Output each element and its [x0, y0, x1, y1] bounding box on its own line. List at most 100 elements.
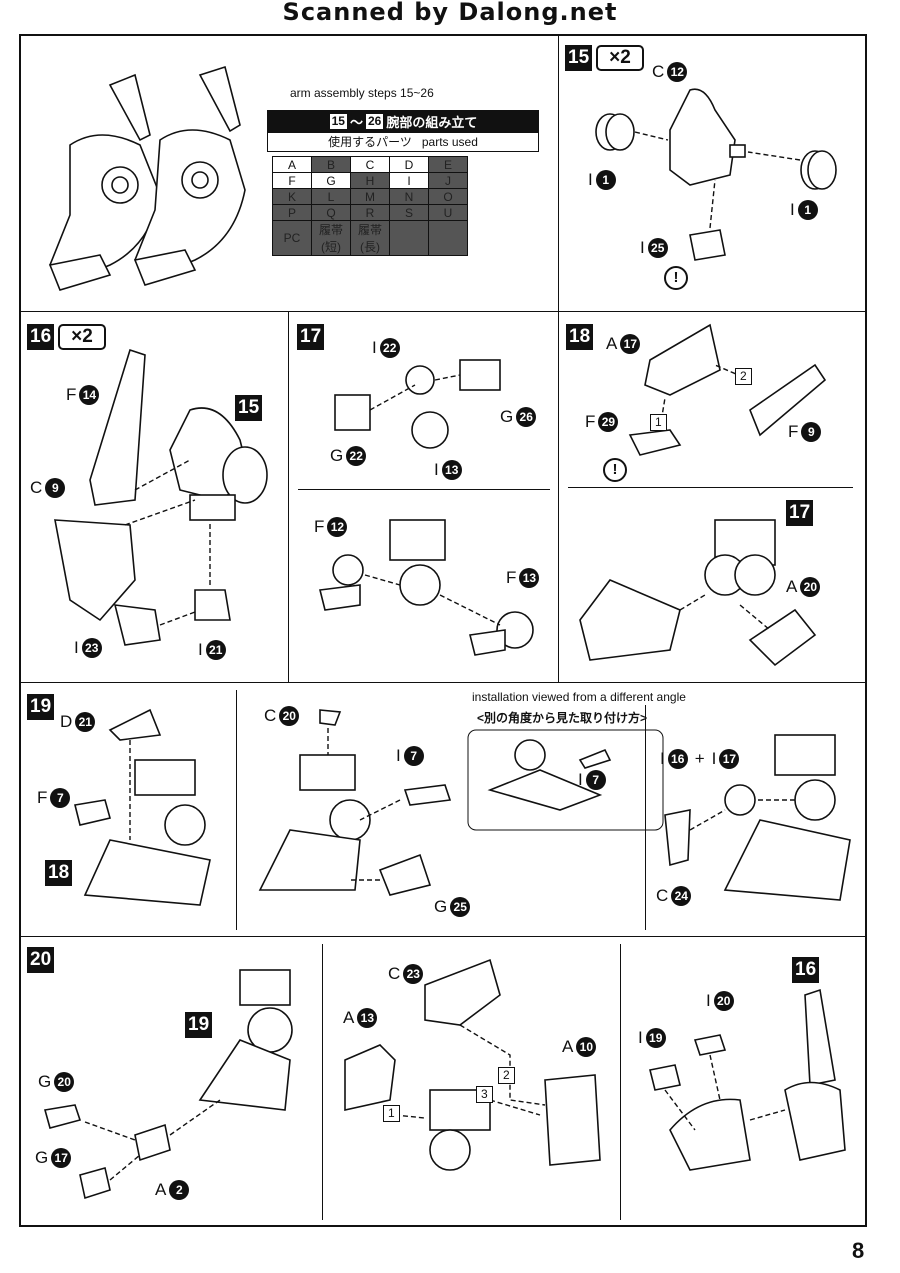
step-19-ref-18: 18 [45, 860, 73, 886]
parts-table-title: 15 ～ 26 腕部の組み立て [267, 110, 539, 132]
step-16-number: 16 [27, 324, 55, 350]
step-17-divider [298, 489, 550, 490]
s19-note-jp: <別の角度から見た取り付け方> [477, 711, 648, 725]
parts-table-cell: PC [272, 220, 312, 256]
parts-table-cell: 履帯(短) [311, 220, 351, 256]
step-20-ref-19: 19 [185, 1012, 213, 1038]
step-19-drawing [74, 708, 851, 906]
step-15-number: 15 [565, 45, 593, 71]
s18-arrow-2: 2 [735, 368, 752, 385]
parts-table-cell: A [272, 156, 312, 173]
step-15-multiplier: ×2 [596, 45, 644, 71]
parts-table-cell: Q [311, 204, 351, 221]
s18-warning-icon: ! [603, 458, 627, 482]
s15-warning-icon: ! [664, 266, 688, 290]
parts-used-jp: 使用するパーツ [328, 135, 412, 149]
step-20-drawing [43, 958, 846, 1200]
intro-caption: arm assembly steps 15~26 [290, 86, 434, 100]
s20-arrow-2: 2 [498, 1067, 515, 1084]
parts-table-cell: C [350, 156, 390, 173]
parts-table-cell: K [272, 188, 312, 205]
step-17-number: 17 [297, 324, 325, 350]
step-15-drawing [595, 88, 837, 261]
parts-table-cell: N [389, 188, 429, 205]
s19-sep-2 [645, 705, 646, 930]
parts-table-cell: 履帯(長) [350, 220, 390, 256]
step-20-panel [19, 936, 867, 1227]
step-16-drawing [54, 348, 268, 646]
step-19-number: 19 [27, 694, 55, 720]
parts-table-cell [389, 220, 429, 256]
parts-table-cell: O [428, 188, 468, 205]
parts-table-cell: D [389, 156, 429, 173]
title-tilde: ～ [349, 114, 363, 130]
parts-table-cell: S [389, 204, 429, 221]
step-20-number: 20 [27, 947, 55, 973]
parts-table-cell: U [428, 204, 468, 221]
s18-arrow-1: 1 [650, 414, 667, 431]
s20-arrow-1: 1 [383, 1105, 400, 1122]
s19-sep-1 [236, 690, 237, 930]
s19-note-en: installation viewed from a different ang… [472, 690, 686, 704]
title-jp: 腕部の組み立て [386, 114, 478, 130]
step-16-multiplier: ×2 [58, 324, 106, 350]
parts-table-cell: R [350, 204, 390, 221]
step-18-ref-17: 17 [786, 500, 814, 526]
s20-arrow-3: 3 [476, 1086, 493, 1103]
scan-header: Scanned by Dalong.net [282, 0, 618, 26]
step-18-divider [568, 487, 853, 488]
step-16-ref-15: 15 [235, 395, 263, 421]
parts-table-cell [428, 220, 468, 256]
parts-table-cell: M [350, 188, 390, 205]
s20-sep-2 [620, 944, 621, 1220]
step-18-number: 18 [566, 324, 594, 350]
title-step-start: 15 [328, 112, 348, 130]
step-20-ref-16: 16 [792, 957, 820, 983]
parts-table-cell: J [428, 172, 468, 189]
parts-table-cell: G [311, 172, 351, 189]
parts-table-cell: B [311, 156, 351, 173]
parts-used-en: parts used [421, 135, 478, 149]
step-17-drawing [319, 359, 534, 656]
parts-table-cell: L [311, 188, 351, 205]
parts-table-cell: E [428, 156, 468, 173]
parts-table-cell: H [350, 172, 390, 189]
parts-used-header: 使用するパーツ parts used [267, 132, 539, 152]
parts-table-cell: I [389, 172, 429, 189]
